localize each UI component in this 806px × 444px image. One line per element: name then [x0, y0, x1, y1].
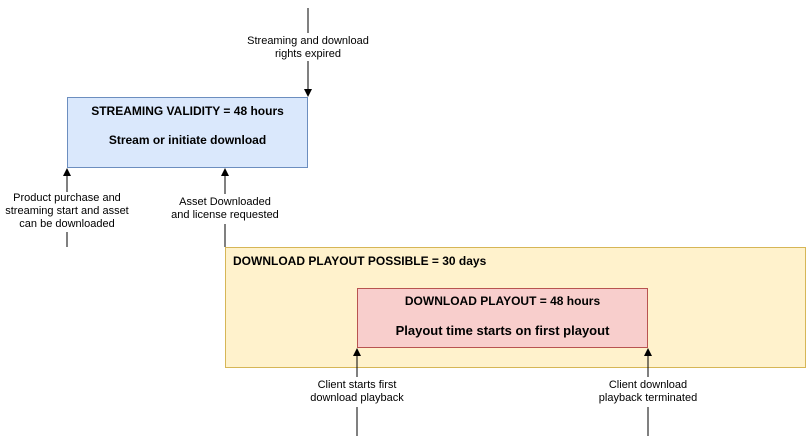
asset-downloaded-label: Asset Downloaded and license requested: [160, 196, 290, 222]
first-playback-label: Client starts first download playback: [292, 379, 422, 405]
asset-downloaded-arrowhead: [221, 168, 229, 176]
first-playback-arrowhead: [353, 348, 361, 356]
download-playout-box: [357, 288, 648, 348]
download-playout-subtitle: Playout time starts on first playout: [395, 323, 610, 338]
download-playout-possible-title: DOWNLOAD PLAYOUT POSSIBLE = 30 days: [233, 254, 487, 268]
rights-expired-line1: Streaming and download: [247, 35, 369, 47]
first-playback-line1: Client starts first: [317, 379, 397, 391]
purchase-line2: streaming start and asset: [5, 205, 129, 217]
asset-downloaded-line2: and license requested: [171, 209, 279, 221]
purchase-line3: can be downloaded: [19, 218, 115, 230]
rights-expired-label: Streaming and download rights expired: [228, 35, 388, 61]
asset-downloaded-line1: Asset Downloaded: [179, 196, 271, 208]
download-playout-title: DOWNLOAD PLAYOUT = 48 hours: [404, 294, 601, 308]
playback-terminated-line1: Client download: [608, 379, 688, 391]
streaming-validity-title: STREAMING VALIDITY = 48 hours: [91, 104, 284, 118]
first-playback-line2: download playback: [310, 392, 404, 404]
playback-terminated-label: Client download playback terminated: [583, 379, 713, 405]
purchase-arrowhead: [63, 168, 71, 176]
playback-terminated-line2: playback terminated: [598, 392, 698, 404]
purchase-label: Product purchase and streaming start and…: [2, 192, 132, 231]
purchase-line1: Product purchase and: [13, 192, 121, 204]
streaming-validity-subtitle: Stream or initiate download: [108, 133, 267, 147]
rights-expired-line2: rights expired: [274, 48, 342, 60]
streaming-validity-box: [67, 97, 308, 168]
rights-expired-arrowhead: [304, 89, 312, 97]
playback-terminated-arrowhead: [644, 348, 652, 356]
